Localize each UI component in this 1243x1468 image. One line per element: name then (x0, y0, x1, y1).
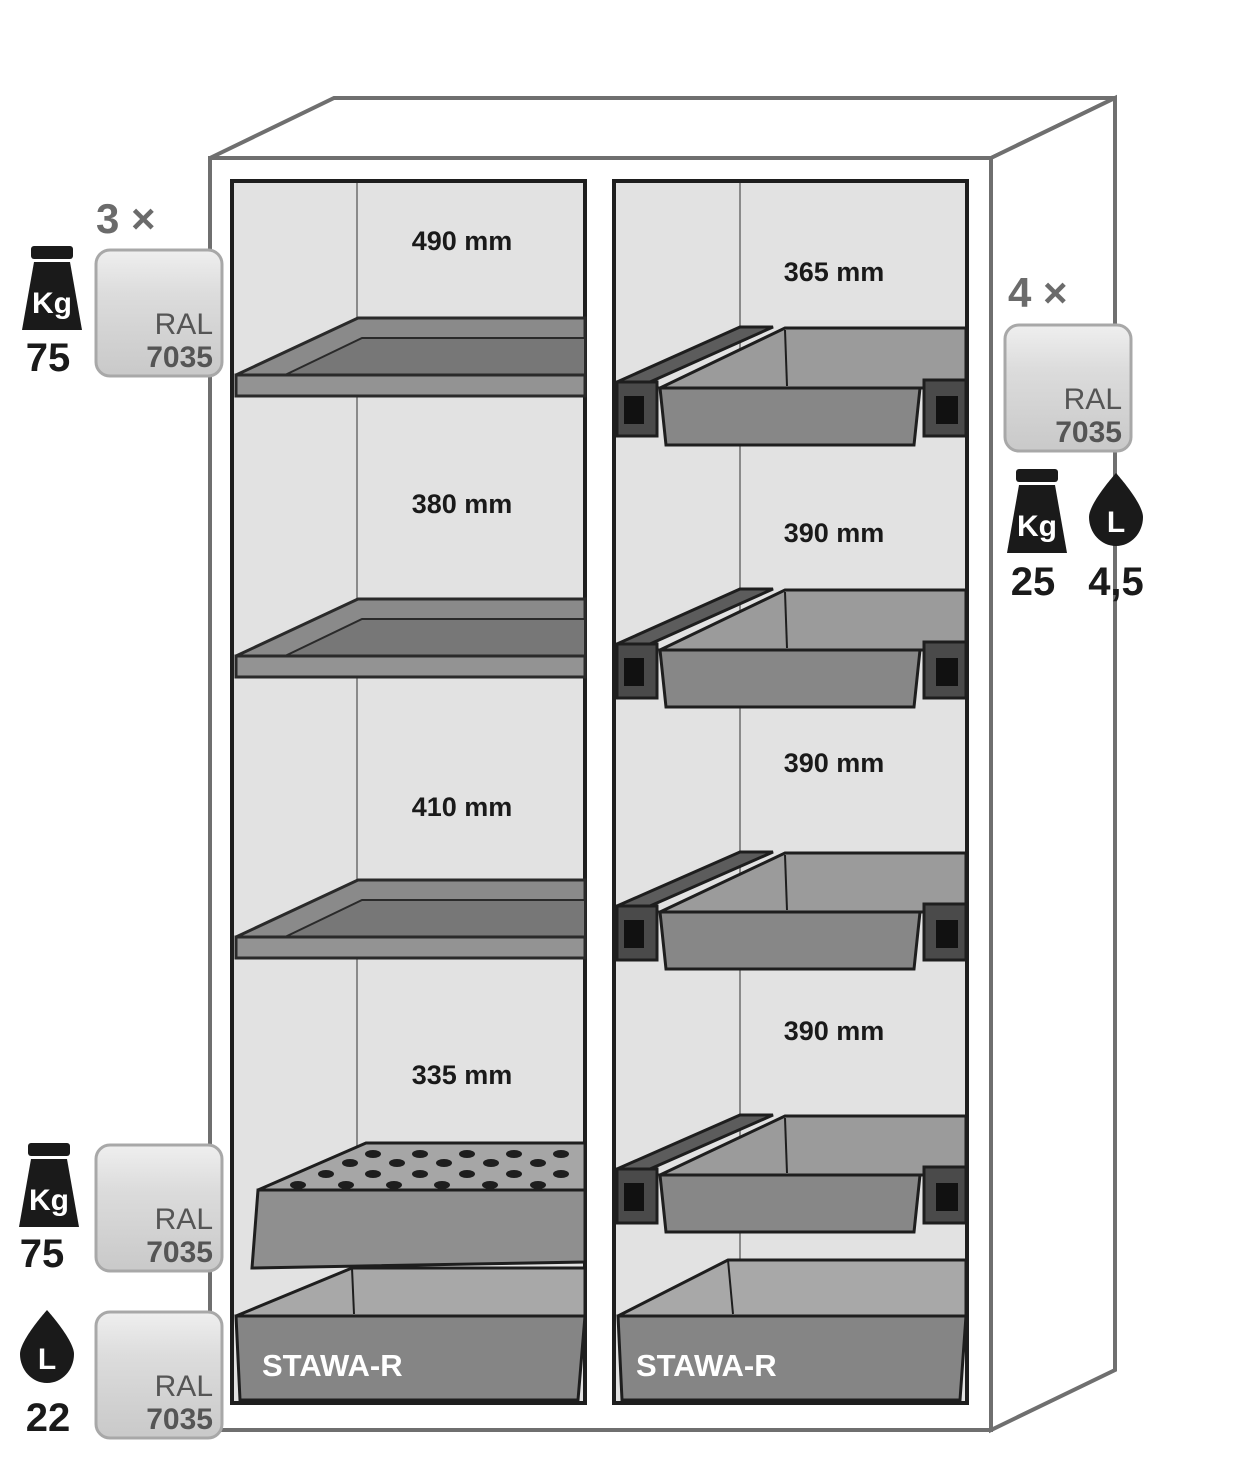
sump-spec: L 22 RAL 7035 (20, 1310, 224, 1440)
drawer-spec: 4 × RAL 7035 Kg 25 L 4,5 (1003, 269, 1144, 604)
right-compartment-2-height: 390 mm (784, 518, 885, 548)
insert-load: 75 (20, 1232, 65, 1276)
volume-unit: L (38, 1343, 56, 1376)
left-shelf (234, 597, 587, 679)
volume-unit: L (1107, 506, 1125, 539)
left-shelf (234, 316, 587, 398)
left-compartment-3-height: 410 mm (412, 792, 513, 822)
ral-code: 7035 (146, 1236, 213, 1269)
left-compartment-1-height: 490 mm (412, 226, 513, 256)
ral-code: 7035 (146, 1403, 213, 1436)
ral-label: RAL (155, 308, 213, 341)
drawer-load: 25 (1011, 560, 1056, 604)
liquid-drop-icon: L (1089, 473, 1143, 546)
left-compartment-2-height: 380 mm (412, 489, 513, 519)
pull-out-drawer (615, 1113, 968, 1234)
weight-unit: Kg (32, 287, 72, 320)
weight-unit: Kg (29, 1184, 69, 1217)
left-compartment-4-height: 335 mm (412, 1060, 513, 1090)
ral-label: RAL (1064, 383, 1122, 416)
left-shelf (234, 878, 587, 960)
weight-icon: Kg (19, 1143, 79, 1227)
pull-out-drawer (615, 325, 968, 447)
right-compartment-3-height: 390 mm (784, 748, 885, 778)
ral-label: RAL (155, 1370, 213, 1403)
insert-spec: Kg 75 RAL 7035 (19, 1143, 224, 1276)
shelf-count: 3 × (96, 195, 156, 242)
cabinet-top (209, 96, 1116, 160)
right-column: STAWA-R 365 mm 390 mm 390 mm 390 mm (612, 179, 969, 1405)
ral-label: RAL (155, 1203, 213, 1236)
shelf-load: 75 (26, 336, 71, 380)
right-sump-label: STAWA-R (636, 1348, 777, 1383)
drawer-volume: 4,5 (1088, 560, 1144, 604)
shelf-spec: 3 × Kg 75 RAL 7035 (22, 195, 224, 380)
ral-code: 7035 (146, 341, 213, 374)
ral-swatch: RAL 7035 (94, 1310, 224, 1440)
left-sump: STAWA-R (234, 1266, 587, 1402)
left-column: STAWA-R 490 mm 380 mm 410 mm 335 mm (230, 179, 587, 1405)
weight-unit: Kg (1017, 510, 1057, 543)
ral-swatch: RAL 7035 (1003, 323, 1133, 453)
weight-icon: Kg (1007, 469, 1067, 553)
ral-swatch: RAL 7035 (94, 1143, 224, 1273)
pull-out-drawer (615, 850, 968, 971)
ral-swatch: RAL 7035 (94, 248, 224, 378)
right-sump: STAWA-R (616, 1258, 968, 1402)
weight-icon: Kg (22, 246, 82, 330)
pull-out-drawer (615, 587, 968, 709)
ral-code: 7035 (1055, 416, 1122, 449)
drawer-count: 4 × (1008, 269, 1068, 316)
right-compartment-1-height: 365 mm (784, 257, 885, 287)
right-compartment-4-height: 390 mm (784, 1016, 885, 1046)
sump-volume: 22 (26, 1396, 71, 1440)
insert-holes (290, 1150, 569, 1189)
perforated-insert (250, 1141, 587, 1270)
left-sump-label: STAWA-R (262, 1348, 403, 1383)
liquid-drop-icon: L (20, 1310, 74, 1383)
